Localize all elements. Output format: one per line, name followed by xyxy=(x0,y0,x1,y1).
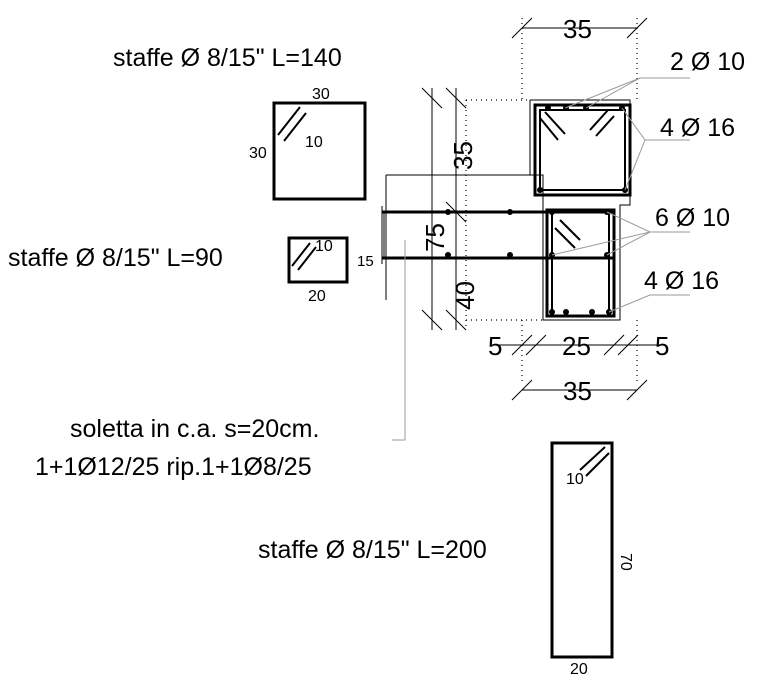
dim-height-lower: 40 xyxy=(450,281,480,310)
upper-core-stirrup xyxy=(533,103,632,197)
stirrup-square-hook xyxy=(277,106,301,136)
dim-right-cover: 5 xyxy=(655,331,669,361)
dim-core-width: 25 xyxy=(562,331,591,361)
vertical-dimensions: 75 35 40 xyxy=(420,87,480,331)
stirrup-square-height: 30 xyxy=(249,145,267,162)
label-stirrup-mid: staffe Ø 8/15" L=90 xyxy=(8,244,223,272)
stirrup-tall-outline xyxy=(550,441,614,659)
label-middle-bars: 6 Ø 10 xyxy=(655,204,730,232)
stirrup-square-width: 30 xyxy=(312,86,330,103)
slab xyxy=(381,206,614,264)
stirrup-square-outline xyxy=(272,101,367,201)
dim-width-bottom: 35 xyxy=(563,376,592,406)
leader-lines xyxy=(392,77,690,441)
stirrup-tall-hook xyxy=(579,446,606,471)
dim-width-top: 35 xyxy=(563,14,592,44)
dim-slab-thickness: 15 xyxy=(357,253,374,270)
stirrup-small-width: 20 xyxy=(308,288,326,305)
horizontal-dimensions: 35 5 25 5 35 15 xyxy=(357,14,669,406)
stirrup-tall-hook-label: 10 xyxy=(566,471,584,488)
stirrup-small-hook xyxy=(291,242,311,267)
stirrup-detail-tall: 10 20 70 xyxy=(550,441,634,677)
stirrup-square-hook-label: 10 xyxy=(305,134,323,151)
stirrup-small-outline xyxy=(287,236,349,284)
label-stirrup-top: staffe Ø 8/15" L=140 xyxy=(113,44,342,72)
stirrup-detail-small: 20 10 xyxy=(287,236,349,305)
dim-height-upper: 35 xyxy=(448,141,478,170)
stirrup-detail-square: 30 30 10 xyxy=(249,86,367,201)
label-upper-bars: 4 Ø 16 xyxy=(660,114,735,142)
stirrup-tall-width: 20 xyxy=(570,661,588,677)
label-top-bars: 2 Ø 10 xyxy=(670,48,745,76)
label-lower-bars: 4 Ø 16 xyxy=(644,267,719,295)
dim-height-total: 75 xyxy=(420,223,450,252)
stirrup-small-hook-label: 10 xyxy=(315,238,333,255)
label-slab-line1: soletta in c.a. s=20cm. xyxy=(70,415,319,443)
stirrup-tall-height: 70 xyxy=(617,553,634,571)
label-stirrup-bottom: staffe Ø 8/15" L=200 xyxy=(258,536,487,564)
section-outline xyxy=(385,99,632,321)
label-slab-line2: 1+1Ø12/25 rip.1+1Ø8/25 xyxy=(35,453,312,481)
rebar-dots xyxy=(445,105,628,315)
lower-core-stirrup xyxy=(545,208,616,318)
dim-left-cover: 5 xyxy=(488,331,502,361)
extension-lines xyxy=(465,18,638,385)
